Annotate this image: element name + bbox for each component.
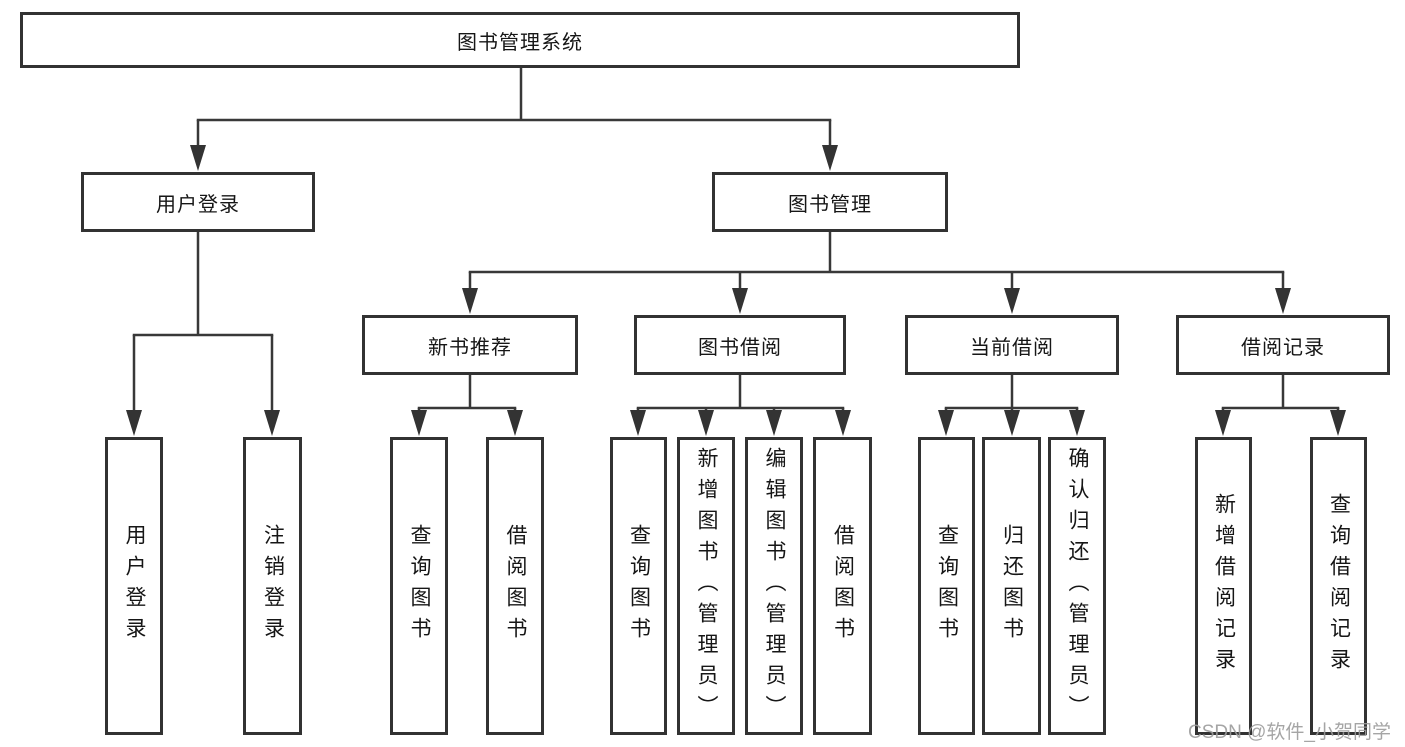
node-label: 借阅记录 <box>1241 336 1325 359</box>
node-book-management: 图书管理 <box>712 172 948 232</box>
leaf-label: 查询借阅记录 <box>1327 493 1351 679</box>
leaf-user-login: 用户登录 <box>105 437 163 735</box>
node-label: 新书推荐 <box>428 336 512 359</box>
leaf-label: 注销登录 <box>261 524 285 648</box>
leaf-label: 查询图书 <box>627 524 651 648</box>
node-current-borrow: 当前借阅 <box>905 315 1119 375</box>
node-library-management-system: 图书管理系统 <box>20 12 1020 68</box>
leaf-label: 归还图书 <box>1000 524 1024 648</box>
leaf-label: 借阅图书 <box>831 524 855 648</box>
node-label: 用户登录 <box>156 193 240 216</box>
leaf-query-borrow-record: 查询借阅记录 <box>1310 437 1367 735</box>
leaf-edit-books-admin: 编辑图书（管理员） <box>745 437 803 735</box>
leaf-confirm-return-admin: 确认归还（管理员） <box>1048 437 1106 735</box>
leaf-label: 用户登录 <box>123 524 146 648</box>
leaf-label: 确认归还（管理员） <box>1066 446 1089 726</box>
node-new-book-recommend: 新书推荐 <box>362 315 578 375</box>
leaf-borrow-books: 借阅图书 <box>813 437 872 735</box>
leaf-label: 查询图书 <box>408 524 431 648</box>
node-label: 当前借阅 <box>970 336 1054 359</box>
leaf-add-books-admin: 新增图书（管理员） <box>677 437 735 735</box>
leaf-add-borrow-record: 新增借阅记录 <box>1195 437 1252 735</box>
leaf-label: 查询图书 <box>935 524 959 648</box>
node-borrow-records: 借阅记录 <box>1176 315 1390 375</box>
leaf-label: 借阅图书 <box>504 524 527 648</box>
leaf-return-books: 归还图书 <box>982 437 1041 735</box>
leaf-label: 编辑图书（管理员） <box>763 446 786 726</box>
leaf-current-query-books: 查询图书 <box>918 437 975 735</box>
arrowhead-icons <box>126 145 1346 436</box>
node-label: 图书管理系统 <box>457 31 583 54</box>
node-label: 图书管理 <box>788 193 872 216</box>
node-label: 图书借阅 <box>698 336 782 359</box>
leaf-recommend-query-books: 查询图书 <box>390 437 448 735</box>
node-book-borrow: 图书借阅 <box>634 315 846 375</box>
node-user-login: 用户登录 <box>81 172 315 232</box>
leaf-borrow-query-books: 查询图书 <box>610 437 667 735</box>
leaf-label: 新增图书（管理员） <box>695 446 718 726</box>
leaf-recommend-borrow-books: 借阅图书 <box>486 437 544 735</box>
leaf-logout-login: 注销登录 <box>243 437 302 735</box>
leaf-label: 新增借阅记录 <box>1212 493 1236 679</box>
